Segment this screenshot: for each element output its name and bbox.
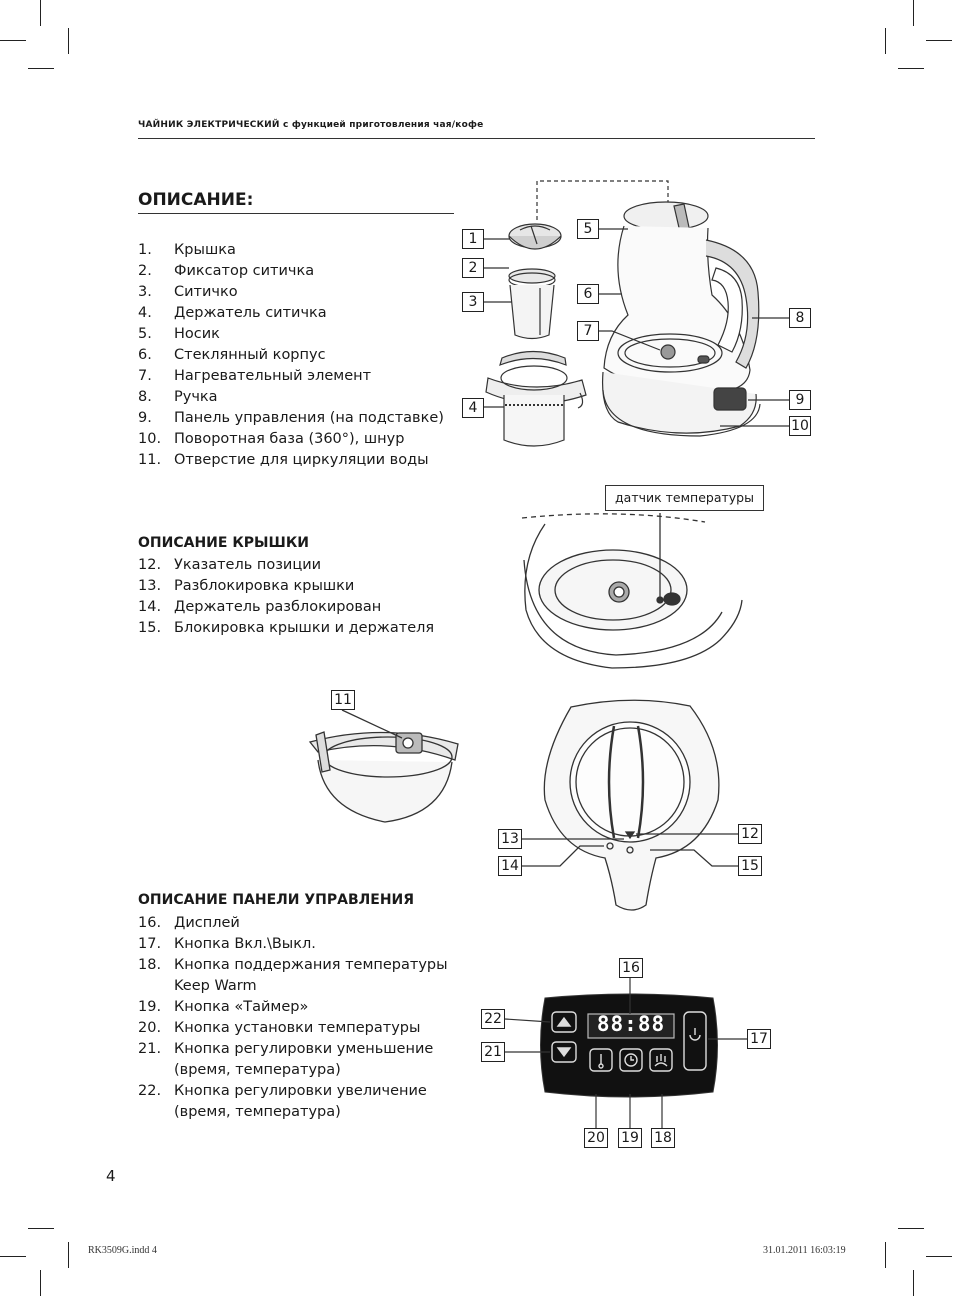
list-item: 2.Фиксатор ситичка	[138, 263, 315, 279]
list-item: 19.Кнопка «Таймер»	[138, 999, 309, 1015]
callout-14: 14	[498, 856, 522, 876]
crop-mark	[885, 1242, 886, 1268]
list-item: 3.Ситичко	[138, 284, 238, 300]
callout-5: 5	[577, 219, 599, 239]
header-rule	[138, 138, 815, 139]
crop-mark	[0, 1256, 26, 1257]
crop-mark	[898, 1228, 924, 1229]
sensor-label: датчик температуры	[605, 485, 764, 511]
list-item: 18.Кнопка поддержания температуры Keep W…	[138, 957, 448, 994]
callout-22: 22	[481, 1009, 505, 1029]
crop-mark	[68, 1242, 69, 1268]
callout-8: 8	[789, 308, 811, 328]
crop-mark	[913, 1270, 914, 1296]
callout-21: 21	[481, 1042, 505, 1062]
section-title: ОПИСАНИЕ:	[138, 190, 254, 210]
list-item: 21.Кнопка регулировки уменьшение (время,…	[138, 1041, 434, 1078]
print-timestamp: 31.01.2011 16:03:19	[763, 1245, 846, 1256]
lid-list: 12.Указатель позиции 13.Разблокировка кр…	[138, 555, 464, 639]
list-item: 13.Разблокировка крышки	[138, 578, 355, 594]
list-item: 14.Держатель разблокирован	[138, 599, 382, 615]
file-slug: RK3509G.indd 4	[88, 1245, 157, 1256]
callout-6: 6	[577, 284, 599, 304]
parts-list: 1.Крышка 2.Фиксатор ситичка 3.Ситичко 4.…	[138, 240, 464, 471]
list-item: 1.Крышка	[138, 242, 236, 258]
list-item: 7.Нагревательный элемент	[138, 368, 372, 384]
crop-mark	[28, 1228, 54, 1229]
callout-16: 16	[619, 958, 643, 978]
display-readout: 88:88	[596, 1012, 666, 1036]
callout-1: 1	[462, 229, 484, 249]
callout-2: 2	[462, 258, 484, 278]
callout-19: 19	[618, 1128, 642, 1148]
crop-mark	[0, 40, 26, 41]
callout-10: 10	[789, 416, 811, 436]
callout-12: 12	[738, 824, 762, 844]
crop-mark	[926, 1256, 952, 1257]
callout-13: 13	[498, 829, 522, 849]
callout-17: 17	[747, 1029, 771, 1049]
crop-mark	[68, 28, 69, 54]
list-item: 20.Кнопка установки температуры	[138, 1020, 421, 1036]
list-item: 10.Поворотная база (360°), шнур	[138, 431, 405, 447]
callout-11: 11	[331, 690, 355, 710]
callout-18: 18	[651, 1128, 675, 1148]
list-item: 8.Ручка	[138, 389, 218, 405]
list-item: 9.Панель управления (на подставке)	[138, 410, 444, 426]
lid-section-title: ОПИСАНИЕ КРЫШКИ	[138, 535, 309, 551]
panel-section-title: ОПИСАНИЕ ПАНЕЛИ УПРАВЛЕНИЯ	[138, 892, 415, 908]
callout-15: 15	[738, 856, 762, 876]
crop-mark	[28, 68, 54, 69]
list-item: 5.Носик	[138, 326, 220, 342]
page-number: 4	[106, 1167, 116, 1185]
panel-list: 16.Дисплей 17.Кнопка Вкл.\Выкл. 18.Кнопк…	[138, 913, 464, 1123]
callout-4: 4	[462, 398, 484, 418]
list-item: 17.Кнопка Вкл.\Выкл.	[138, 936, 316, 952]
crop-mark	[40, 1270, 41, 1296]
callout-7: 7	[577, 321, 599, 341]
callout-20: 20	[584, 1128, 608, 1148]
list-item: 12.Указатель позиции	[138, 557, 322, 573]
title-rule	[138, 213, 454, 214]
crop-mark	[926, 40, 952, 41]
crop-mark	[885, 28, 886, 54]
list-item: 15.Блокировка крышки и держателя	[138, 620, 435, 636]
list-item: 16.Дисплей	[138, 915, 240, 931]
crop-mark	[40, 0, 41, 26]
callout-3: 3	[462, 292, 484, 312]
list-item: 4.Держатель ситичка	[138, 305, 327, 321]
crop-mark	[913, 0, 914, 26]
crop-mark	[898, 68, 924, 69]
list-item: 11.Отверстие для циркуляции воды	[138, 452, 429, 468]
running-head: ЧАЙНИК ЭЛЕКТРИЧЕСКИЙ с функцией приготов…	[138, 120, 484, 130]
list-item: 22.Кнопка регулировки увеличение (время,…	[138, 1083, 427, 1120]
list-item: 6.Стеклянный корпус	[138, 347, 326, 363]
callout-9: 9	[789, 390, 811, 410]
